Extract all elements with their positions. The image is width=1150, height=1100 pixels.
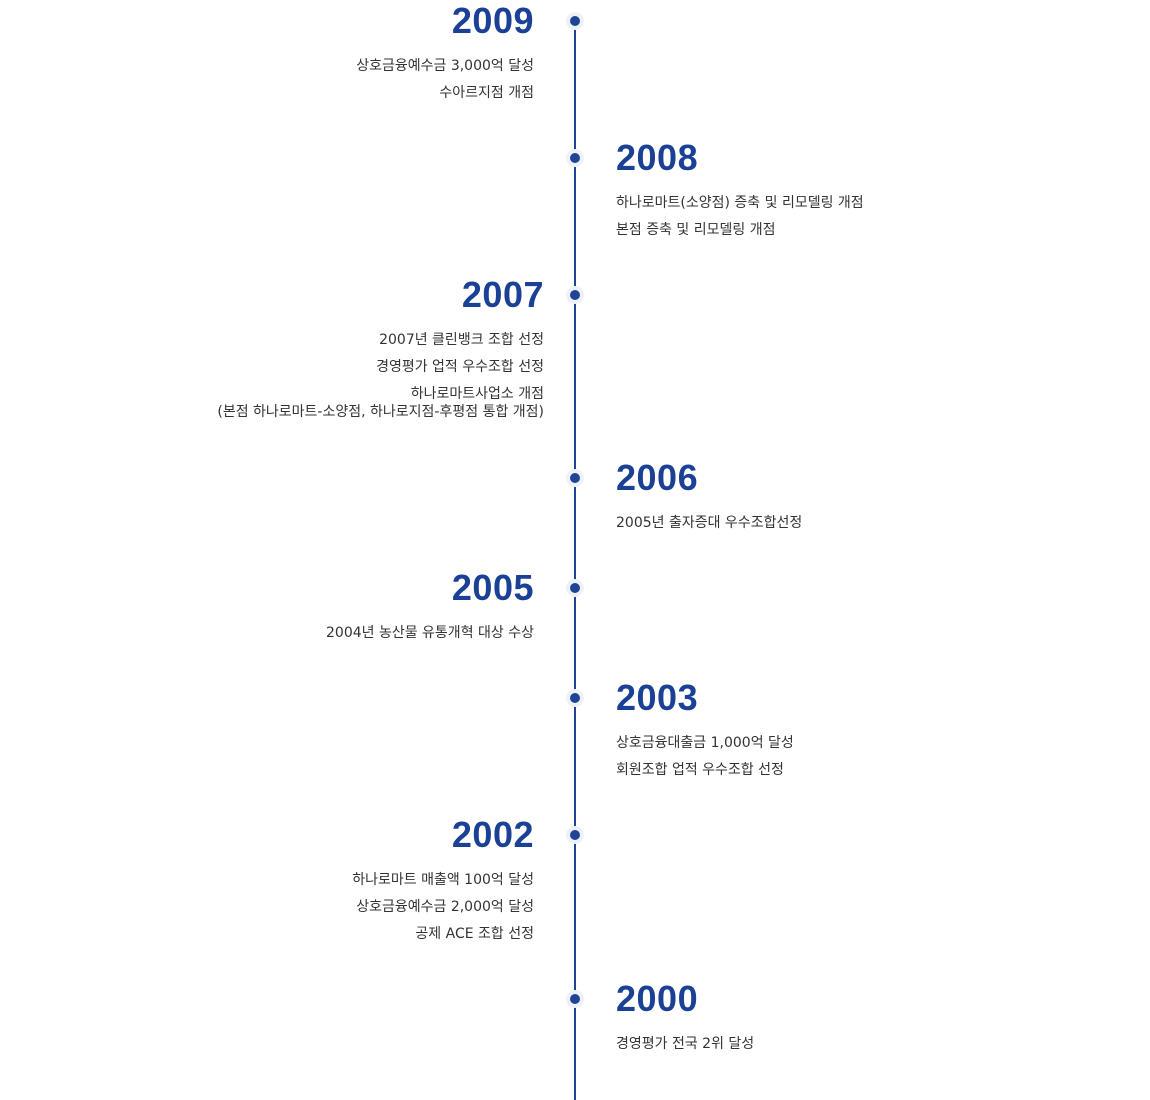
timeline-entry-2008: 2008 하나로마트(소양점) 증축 및 리모델링 개점 본점 증축 및 리모델… [616, 137, 864, 248]
timeline-item: 2007년 클린뱅크 조합 선정 [379, 332, 544, 348]
timeline-dot [570, 994, 580, 1004]
timeline-item: 하나로마트 매출액 100억 달성 [352, 872, 534, 888]
timeline-axis [574, 20, 576, 1100]
timeline-items: 상호금융예수금 3,000억 달성 수아르지점 개점 [356, 57, 534, 102]
timeline-items: 하나로마트 매출액 100억 달성 상호금융예수금 2,000억 달성 공제 A… [352, 871, 534, 943]
timeline-item: 공제 ACE 조합 선정 [415, 926, 534, 942]
timeline-item: 2004년 농산물 유통개혁 대상 수상 [326, 625, 534, 641]
timeline-item: 본점 증축 및 리모델링 개점 [616, 222, 776, 238]
timeline-items: 상호금융대출금 1,000억 달성 회원조합 업적 우수조합 선정 [616, 734, 794, 779]
timeline-year: 2003 [616, 677, 699, 718]
timeline-year: 2005 [451, 567, 534, 608]
timeline-item: (본점 하나로마트-소양점, 하나로지점-후평점 통합 개점) [217, 404, 544, 420]
timeline-dot [570, 473, 580, 483]
timeline-item: 회원조합 업적 우수조합 선정 [616, 762, 784, 778]
timeline-items: 2007년 클린뱅크 조합 선정 경영평가 업적 우수조합 선정 하나로마트사업… [217, 331, 544, 421]
timeline-year: 2008 [616, 137, 699, 178]
timeline-dot [570, 16, 580, 26]
timeline-items: 2004년 농산물 유통개혁 대상 수상 [326, 624, 534, 642]
timeline-entry-2009: 2009 상호금융예수금 3,000억 달성 수아르지점 개점 [356, 0, 534, 111]
timeline-dot [570, 583, 580, 593]
timeline-year: 2006 [616, 457, 699, 498]
timeline-year: 2000 [616, 978, 699, 1019]
timeline-dot [570, 693, 580, 703]
timeline-entry-2002: 2002 하나로마트 매출액 100억 달성 상호금융예수금 2,000억 달성… [352, 814, 534, 952]
timeline-items: 2005년 출자증대 우수조합선정 [616, 514, 802, 532]
timeline-item: 수아르지점 개점 [439, 85, 534, 101]
timeline-year: 2007 [461, 274, 544, 315]
timeline-entry-2000: 2000 경영평가 전국 2위 달성 [616, 978, 754, 1062]
timeline-items: 경영평가 전국 2위 달성 [616, 1035, 754, 1053]
timeline-item: 하나로마트(소양점) 증축 및 리모델링 개점 [616, 195, 864, 211]
timeline-year: 2002 [451, 814, 534, 855]
timeline-dot [570, 830, 580, 840]
timeline-item: 상호금융예수금 3,000억 달성 [356, 58, 534, 74]
timeline-dot [570, 153, 580, 163]
timeline-items: 하나로마트(소양점) 증축 및 리모델링 개점 본점 증축 및 리모델링 개점 [616, 194, 864, 239]
timeline-entry-2006: 2006 2005년 출자증대 우수조합선정 [616, 457, 802, 541]
timeline-item: 상호금융예수금 2,000억 달성 [356, 899, 534, 915]
timeline-item: 상호금융대출금 1,000억 달성 [616, 735, 794, 751]
timeline-entry-2005: 2005 2004년 농산물 유통개혁 대상 수상 [326, 567, 534, 651]
timeline-item: 2005년 출자증대 우수조합선정 [616, 515, 803, 531]
timeline-item: 경영평가 업적 우수조합 선정 [376, 359, 544, 375]
timeline-year: 2009 [451, 0, 534, 41]
timeline-item: 하나로마트사업소 개점 [410, 386, 544, 402]
timeline-entry-2003: 2003 상호금융대출금 1,000억 달성 회원조합 업적 우수조합 선정 [616, 677, 794, 788]
timeline-dot [570, 290, 580, 300]
timeline-item: 경영평가 전국 2위 달성 [616, 1036, 755, 1052]
timeline-entry-2007: 2007 2007년 클린뱅크 조합 선정 경영평가 업적 우수조합 선정 하나… [217, 274, 544, 430]
